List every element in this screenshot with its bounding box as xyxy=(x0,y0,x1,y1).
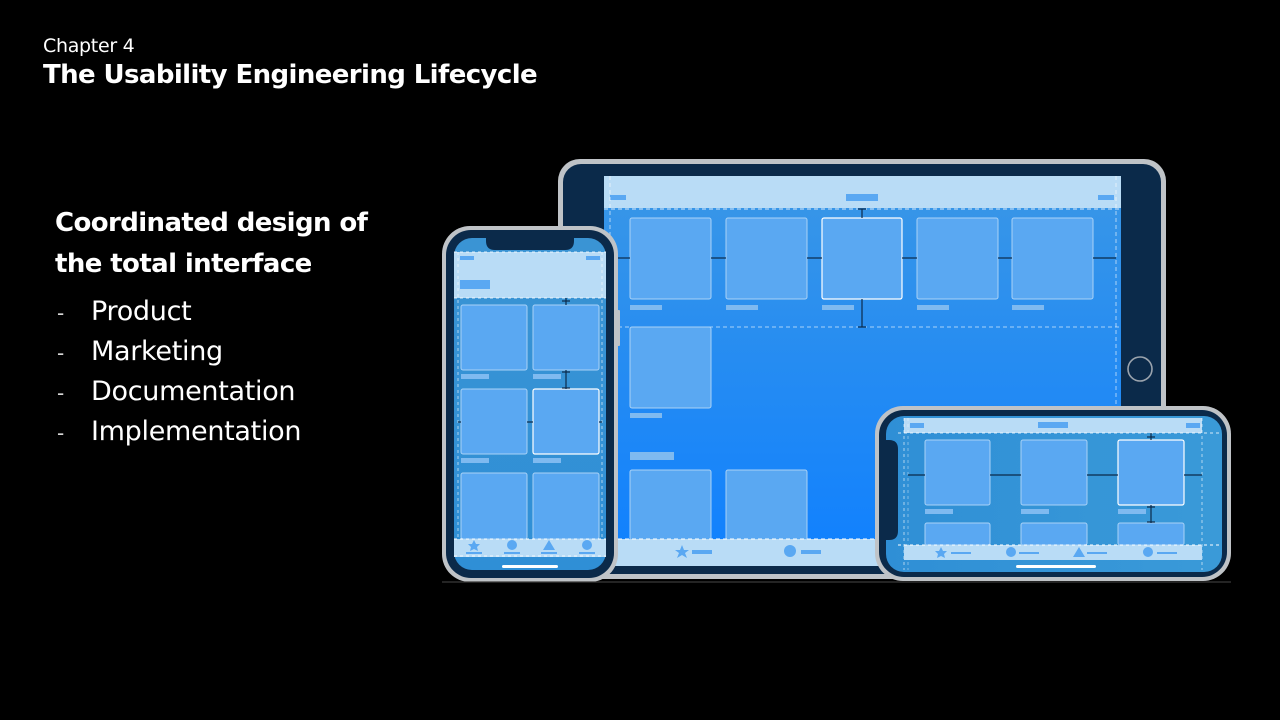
placeholder-tile xyxy=(1020,522,1088,546)
tablet-bar-pill xyxy=(846,194,878,201)
label-placeholder xyxy=(1021,509,1049,514)
label-placeholder xyxy=(630,413,662,418)
placeholder-tile xyxy=(725,469,808,541)
placeholder-tile xyxy=(1020,439,1088,506)
phone-title-placeholder xyxy=(460,280,490,289)
phone-portrait-device xyxy=(442,226,620,582)
list-item: - Implementation xyxy=(57,412,302,452)
bullet-product: Product xyxy=(91,296,192,327)
landscape-bar-pill xyxy=(1038,422,1068,428)
bullet-marker: - xyxy=(57,381,64,405)
circle-icon xyxy=(1143,547,1153,557)
placeholder-tile xyxy=(725,217,808,300)
tablet-bar-pill xyxy=(1098,195,1114,200)
chapter-label: Chapter 4 xyxy=(43,35,135,57)
label-placeholder xyxy=(726,305,758,310)
bullet-implementation: Implementation xyxy=(91,416,302,447)
label-placeholder xyxy=(822,305,854,310)
circle-icon xyxy=(784,545,796,557)
tab-label-placeholder xyxy=(951,552,971,554)
tablet-top-bar xyxy=(604,176,1121,208)
spacing-connector xyxy=(458,298,602,423)
tab-label-placeholder xyxy=(801,550,821,554)
phone-side-button xyxy=(616,310,620,346)
tablet-home-button xyxy=(1127,356,1153,382)
tab-label-placeholder xyxy=(1157,552,1177,554)
phone-bar-pill xyxy=(460,256,474,260)
bullet-marker: - xyxy=(57,301,64,325)
tab-label-placeholder xyxy=(692,550,712,554)
star-icon xyxy=(935,547,947,558)
list-item: - Product xyxy=(57,292,301,332)
circle-icon xyxy=(1006,547,1016,557)
tab-label-placeholder xyxy=(579,552,595,554)
label-placeholder xyxy=(461,458,489,463)
phone-notch xyxy=(486,238,574,250)
bullet-marker: - xyxy=(57,421,64,445)
placeholder-tile xyxy=(629,326,712,409)
landscape-bar-pill xyxy=(1186,423,1200,428)
placeholder-tile xyxy=(460,304,528,371)
tab-label-placeholder xyxy=(1087,552,1107,554)
phone-header-bar xyxy=(454,252,606,298)
tablet-bar-pill xyxy=(610,195,626,200)
star-icon xyxy=(675,545,689,558)
circle-icon xyxy=(507,540,517,550)
list-item: - Marketing xyxy=(57,332,301,372)
list-item: - Documentation xyxy=(57,372,301,412)
label-placeholder xyxy=(1012,305,1044,310)
landscape-bar-pill xyxy=(910,423,924,428)
placeholder-tile xyxy=(532,388,600,455)
placeholder-tile xyxy=(924,522,991,546)
phone-tab-bar xyxy=(454,539,606,557)
placeholder-tile xyxy=(1117,439,1185,506)
section-label-placeholder xyxy=(630,452,674,460)
placeholder-tile xyxy=(629,217,712,300)
home-indicator xyxy=(1016,565,1096,568)
placeholder-tile xyxy=(460,388,528,455)
placeholder-tile xyxy=(460,472,528,540)
section-heading: Coordinated design of the total interfac… xyxy=(55,208,368,279)
triangle-icon xyxy=(543,540,555,550)
label-placeholder xyxy=(533,458,561,463)
placeholder-tile xyxy=(532,472,600,540)
tab-label-placeholder xyxy=(504,552,520,554)
placeholder-tile xyxy=(916,217,999,300)
bullet-list: - Product - Marketing - Documentation - Impl… xyxy=(57,292,302,452)
tab-label-placeholder xyxy=(466,552,482,554)
placeholder-tile xyxy=(821,217,903,300)
landscape-tab-bar xyxy=(904,545,1202,560)
star-icon xyxy=(468,540,480,551)
slide-title: The Usability Engineering Lifecycle xyxy=(43,60,538,90)
phone-notch xyxy=(886,440,898,540)
phone-bar-pill xyxy=(586,256,600,260)
bullet-marker: - xyxy=(57,341,64,365)
placeholder-tile xyxy=(532,304,600,371)
triangle-icon xyxy=(1073,547,1085,557)
placeholder-tile xyxy=(924,439,991,506)
label-placeholder xyxy=(461,374,489,379)
placeholder-tile xyxy=(629,469,712,541)
bullet-marketing: Marketing xyxy=(91,336,223,367)
label-placeholder xyxy=(630,305,662,310)
tab-label-placeholder xyxy=(541,552,557,554)
label-placeholder xyxy=(1118,509,1146,514)
home-indicator xyxy=(502,565,558,568)
label-placeholder xyxy=(925,509,953,514)
label-placeholder xyxy=(917,305,949,310)
label-placeholder xyxy=(533,374,561,379)
spacing-connector xyxy=(908,433,1202,523)
placeholder-tile xyxy=(1011,217,1094,300)
bullet-documentation: Documentation xyxy=(91,376,296,407)
phone-landscape-device xyxy=(875,406,1231,581)
spacing-connector xyxy=(618,208,1116,328)
tab-label-placeholder xyxy=(1019,552,1039,554)
circle-icon xyxy=(582,540,592,550)
placeholder-tile xyxy=(1117,522,1185,546)
